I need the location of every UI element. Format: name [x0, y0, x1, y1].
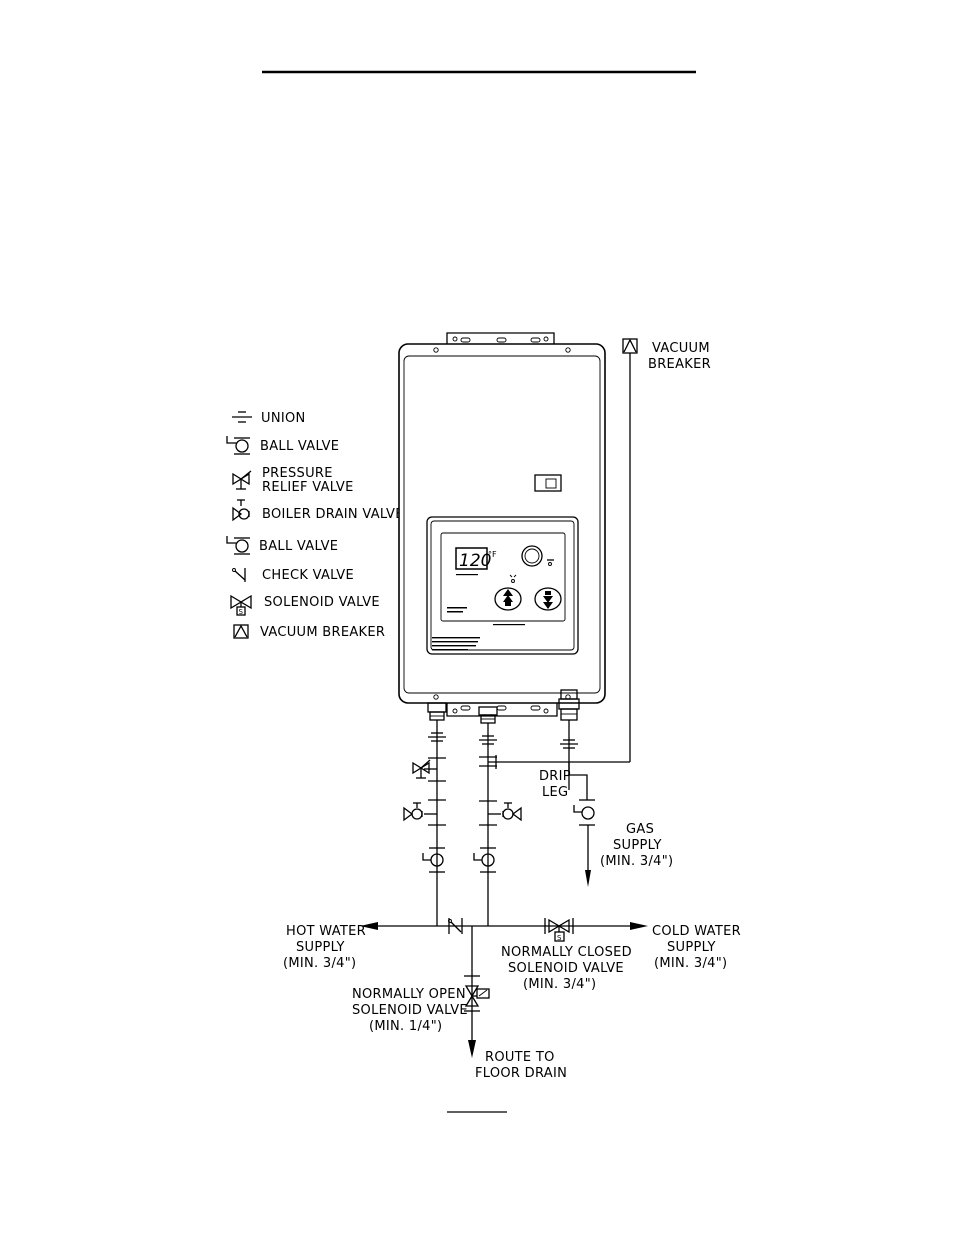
cold-water-pipe [473, 723, 522, 926]
fine-print-line [432, 637, 480, 639]
legend-pressure-relief-label-2: RELIEF VALVE [262, 480, 354, 495]
water-heater: 120 °F [398, 332, 606, 724]
gas-pipe [488, 720, 630, 887]
cold-water-inlet-connector [478, 706, 498, 724]
drip-leg-label-1: DRIP [539, 769, 571, 784]
no-solenoid-label-1: NORMALLY OPEN [352, 987, 466, 1002]
temperature-value: 120 [459, 551, 491, 571]
legend-boiler-drain-label: BOILER DRAIN VALVE [262, 507, 404, 522]
legend-ball-valve-label-2: BALL VALVE [259, 539, 338, 554]
no-solenoid-label-2: SOLENOID VALVE [352, 1003, 468, 1018]
temperature-display [455, 547, 488, 570]
gas-inlet-connector [558, 689, 580, 721]
fine-print-line [456, 574, 478, 576]
fine-print-line [447, 611, 463, 613]
hot-water-label-3: (MIN. 3/4") [283, 956, 356, 971]
hot-water-pipe [403, 720, 446, 920]
indicator-icon [509, 574, 517, 583]
vacuum-breaker-symbol [622, 338, 638, 762]
supply-main-line: S [360, 918, 648, 1058]
hot-water-outlet-connector [427, 702, 447, 721]
nc-solenoid-label-2: SOLENOID VALVE [508, 961, 624, 976]
nc-solenoid-label-3: (MIN. 3/4") [523, 977, 596, 992]
drip-leg-label-2: LEG [542, 785, 568, 800]
legend-solenoid-label: SOLENOID VALVE [264, 595, 380, 610]
gas-supply-label-1: GAS [626, 822, 654, 837]
legend-solenoid-mark: S [239, 608, 244, 616]
fine-print-line [432, 649, 468, 651]
nc-solenoid-label-1: NORMALLY CLOSED [501, 945, 632, 960]
cold-water-label-3: (MIN. 3/4") [654, 956, 727, 971]
hot-water-label-1: HOT WATER [286, 924, 366, 939]
ball-valve-icon [226, 436, 250, 455]
vacuum-breaker-label-1: VACUUM [652, 341, 710, 356]
vacuum-breaker-icon [233, 624, 249, 639]
legend-pressure-relief-label-1: PRESSURE [262, 466, 333, 481]
fine-print-line [432, 641, 478, 643]
ball-valve-icon-2 [226, 536, 250, 555]
floor-drain-label-1: ROUTE TO [485, 1050, 555, 1065]
cold-water-label-1: COLD WATER [652, 924, 741, 939]
heater-cabinet [398, 343, 606, 704]
temperature-unit: °F [488, 550, 497, 559]
hot-water-label-2: SUPPLY [296, 940, 345, 955]
fine-print-line [432, 645, 476, 647]
legend-vacuum-breaker-label: VACUUM BREAKER [260, 625, 385, 640]
fine-print-line [447, 607, 467, 609]
union-icon [232, 411, 252, 423]
check-valve-icon [232, 568, 246, 582]
solenoid-valve-icon: S [230, 594, 252, 616]
floor-drain-label-2: FLOOR DRAIN [475, 1066, 567, 1081]
nc-solenoid-mark: S [557, 934, 562, 942]
power-button-icon [521, 545, 554, 567]
gas-supply-label-2: SUPPLY [613, 838, 662, 853]
boiler-drain-valve-icon [232, 499, 250, 522]
legend: UNION BALL VALVE PRESSURE RELIEF VALVE [226, 411, 404, 640]
legend-union-label: UNION [261, 411, 306, 426]
control-panel [426, 516, 579, 655]
gas-supply-label-3: (MIN. 3/4") [600, 854, 673, 869]
legend-ball-valve-label: BALL VALVE [260, 439, 339, 454]
pressure-relief-valve-icon [232, 470, 252, 490]
cold-water-label-2: SUPPLY [667, 940, 716, 955]
fine-print-line [493, 624, 525, 626]
vacuum-breaker-label-2: BREAKER [648, 357, 711, 372]
legend-check-valve-label: CHECK VALVE [262, 568, 354, 583]
temperature-down-button-icon [534, 587, 562, 611]
temperature-up-button-icon [494, 587, 522, 611]
status-window [534, 474, 562, 492]
no-solenoid-label-3: (MIN. 1/4") [369, 1019, 442, 1034]
